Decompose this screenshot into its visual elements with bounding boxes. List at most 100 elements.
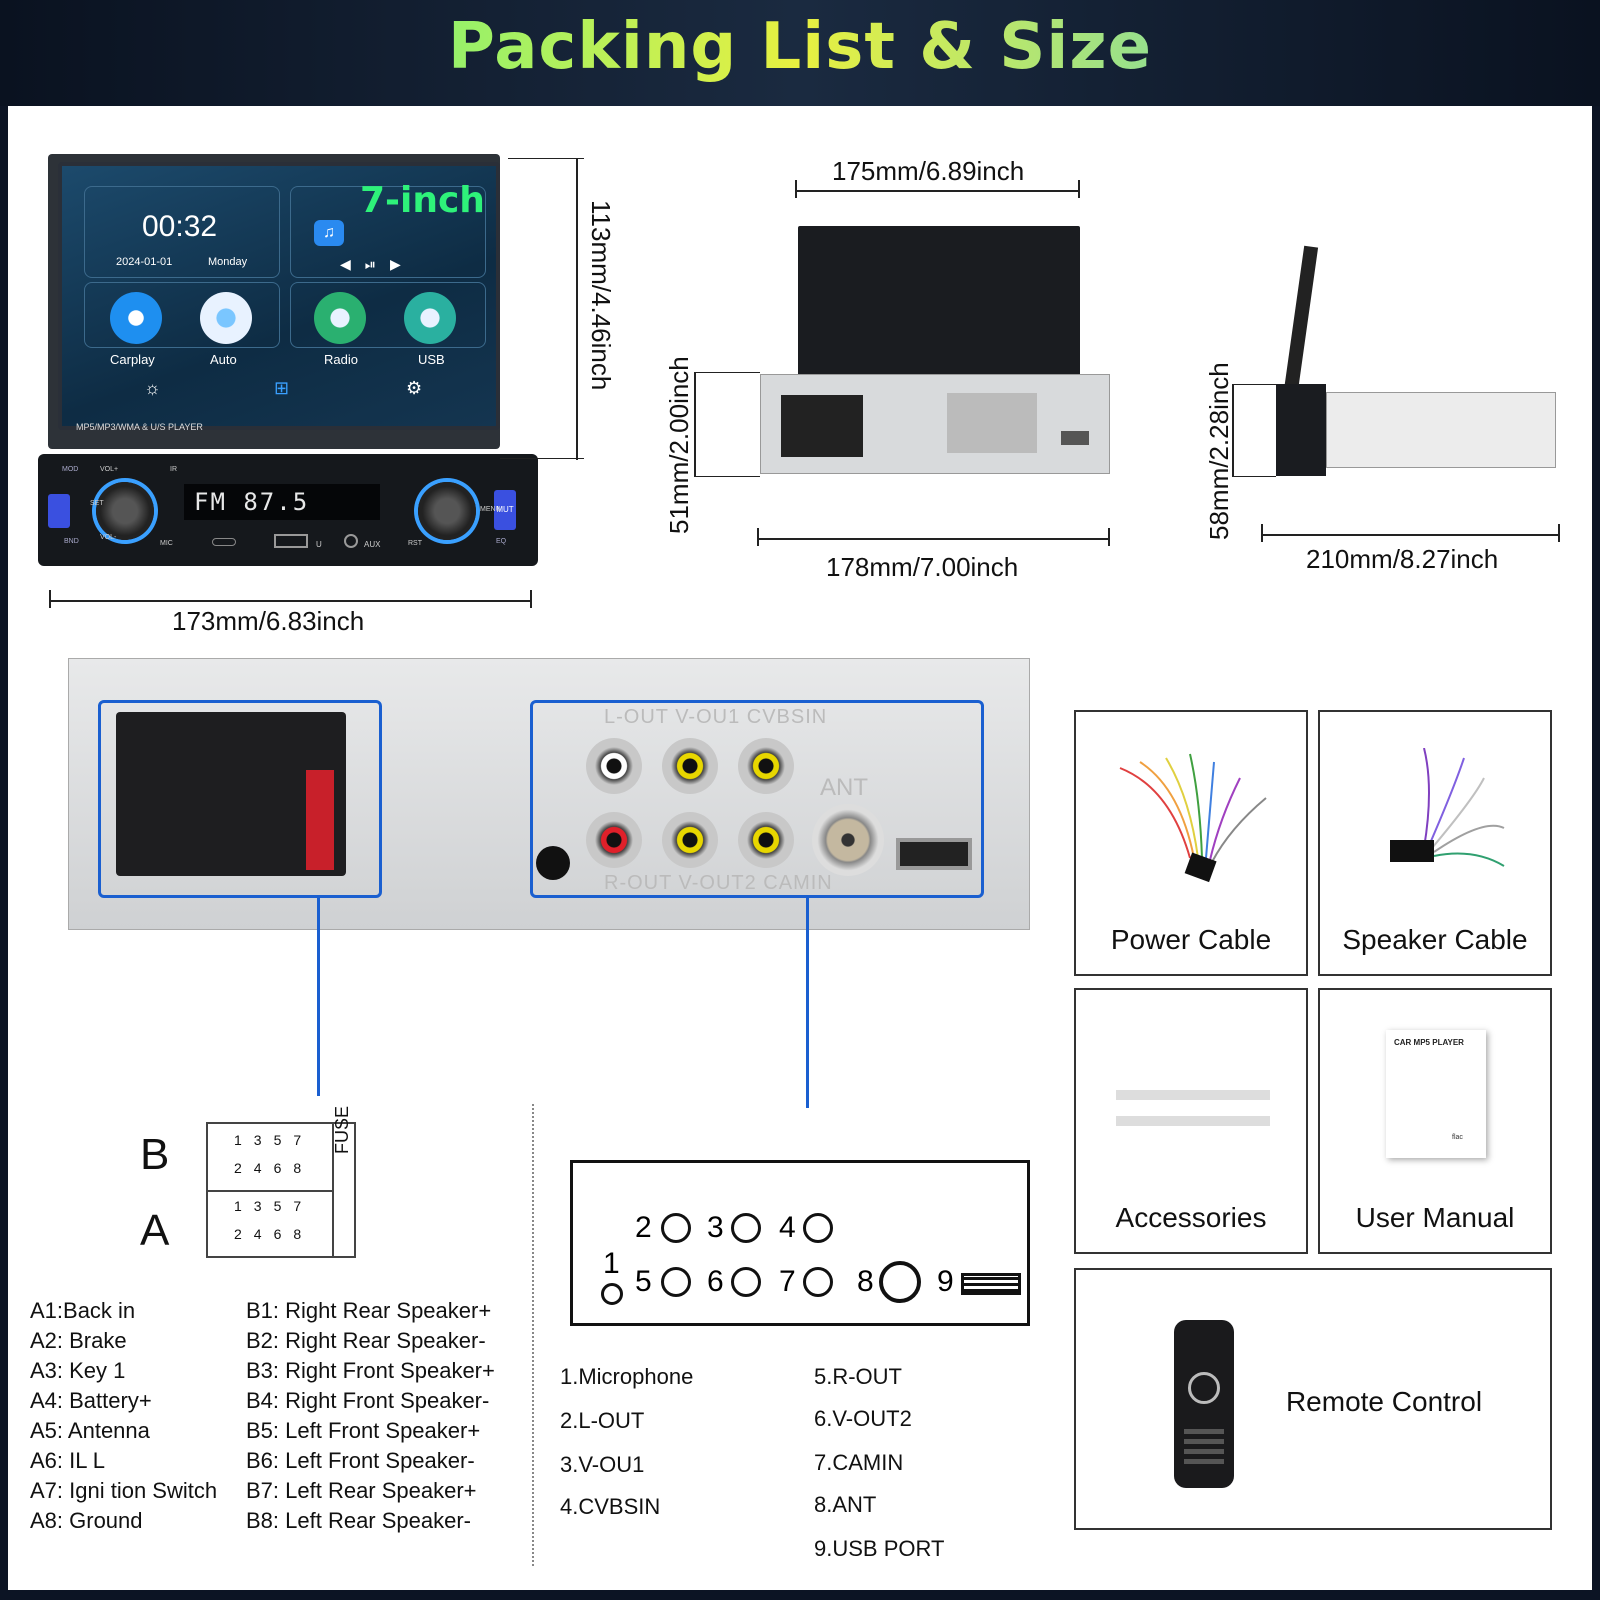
screen-size-label: 7-inch [360, 180, 485, 221]
port-4-circle [803, 1213, 833, 1243]
speaker-cable-image [1390, 748, 1505, 867]
page-title: Packing List & Size [0, 10, 1600, 84]
accessories-box: Accessories [1074, 988, 1308, 1254]
port-diagram: 1 2 3 4 5 6 7 8 9 [570, 1160, 1030, 1326]
app-label-carplay: Carplay [110, 352, 155, 367]
power-cable-label: Power Cable [1110, 924, 1272, 955]
iso-diagram: FUSE 1357 2468 1357 2468 [206, 1106, 356, 1258]
side-height-label: 58mm/2.28inch [1204, 362, 1234, 540]
music-note-icon: ♫ [314, 220, 344, 246]
clock-time: 00:32 [142, 210, 218, 243]
iso-highlight-box [98, 700, 382, 898]
header-banner [0, 0, 1600, 106]
unit-chassis-top [798, 226, 1080, 376]
front-height-line [576, 158, 578, 460]
rear-height-label: 51mm/2.00inch [664, 356, 694, 534]
usb-icon [404, 292, 456, 344]
rst-label: RST [408, 540, 422, 547]
menu-label: MENU [480, 506, 501, 513]
speaker-cable-box: Speaker Cable [1318, 710, 1552, 976]
radio-screen: 00:32 2024-01-01 Monday 7-inch ♫ ◀⏯▶ Car… [58, 162, 500, 430]
user-manual-label: User Manual [1355, 1202, 1515, 1233]
bnd-label: BND [64, 538, 79, 545]
v-out2-jack [662, 812, 718, 868]
remote-control-box: Remote Control [1074, 1268, 1552, 1530]
set-label: SET [90, 500, 104, 507]
radio-icon [314, 292, 366, 344]
android-auto-icon [200, 292, 252, 344]
mic-jack [536, 846, 570, 880]
cvbsin-jack [738, 738, 794, 794]
pins-b-bottom: 2468 [234, 1160, 314, 1176]
port-5-circle [661, 1267, 691, 1297]
power-cable-image [1119, 753, 1267, 883]
manual-image: CAR MP5 PLAYER flac [1386, 1030, 1486, 1158]
power-button [48, 494, 70, 528]
front-height-label: 113mm/4.46inch [586, 200, 616, 391]
pins-a-bottom: 2468 [234, 1226, 314, 1242]
dotted-divider [532, 1104, 534, 1566]
fuse [306, 770, 334, 870]
speaker-cable-label: Speaker Cable [1342, 924, 1528, 955]
camin-jack [738, 812, 794, 868]
port-7-circle [803, 1267, 833, 1297]
apps-grid-icon: ⊞ [274, 378, 290, 398]
mute-button: MUT [494, 490, 516, 530]
connector-a-label: A [140, 1206, 170, 1255]
eq-label: EQ [496, 538, 507, 545]
app-label-usb: USB [418, 352, 445, 367]
chassis-side [1326, 392, 1556, 468]
top-width-label: 175mm/6.89inch [832, 156, 1025, 186]
media-controls-icon: ◀⏯▶ [340, 256, 415, 272]
vol-up-label: VOL+ [100, 466, 119, 473]
side-depth-label: 210mm/8.27inch [1306, 544, 1499, 574]
radio-front-view: 00:32 2024-01-01 Monday 7-inch ♫ ◀⏯▶ Car… [38, 154, 538, 574]
port-6-circle [731, 1267, 761, 1297]
ant-jack [812, 804, 884, 876]
carplay-icon [110, 292, 162, 344]
port-8-circle [879, 1261, 921, 1303]
usb-c-port [212, 538, 236, 546]
rear-width-label: 178mm/7.00inch [826, 552, 1019, 582]
user-manual-box: CAR MP5 PLAYER flac User Manual [1318, 988, 1552, 1254]
mod-label: MOD [62, 466, 79, 473]
power-cable-box: Power Cable [1074, 710, 1308, 976]
remote-control-label: Remote Control [1285, 1386, 1483, 1417]
app-label-radio: Radio [324, 352, 358, 367]
r-out-jack [586, 812, 642, 868]
connector-b-label: B [140, 1130, 170, 1179]
clock-date: 2024-01-01 [116, 256, 173, 268]
lcd-display: FM 87.5 [184, 484, 380, 520]
remote-image [1174, 1320, 1234, 1488]
usb-port [274, 534, 308, 548]
v-out1-jack [662, 738, 718, 794]
brightness-icon: ☼ [144, 378, 161, 398]
port-3-circle [731, 1213, 761, 1243]
front-width-label: 173mm/6.83inch [172, 606, 365, 636]
pins-a-top: 1357 [234, 1198, 314, 1214]
av-top-labels: L-OUT V-OU1 CVBSIN [604, 706, 828, 728]
clock-day: Monday [208, 256, 248, 268]
aux-jack [344, 534, 358, 548]
vol-down-label: VOL- [100, 534, 117, 541]
removal-key-1 [1116, 1090, 1270, 1100]
l-out-jack [586, 738, 642, 794]
ir-label: IR [170, 466, 177, 473]
port-9-usb [961, 1273, 1021, 1295]
removal-key-2 [1116, 1116, 1270, 1126]
usb-port-rear [896, 838, 972, 870]
pins-b-top: 1357 [234, 1132, 314, 1148]
settings-gear-icon: ⚙ [406, 378, 423, 398]
av-highlight-box [530, 700, 984, 898]
u-label: U [316, 540, 322, 549]
radio-faceplate: FM 87.5 MUT MOD VOL+ IR SET VOL- BND MIC… [38, 454, 538, 566]
rear-panel-small [760, 374, 1110, 474]
ant-label: ANT [820, 774, 868, 801]
front-width-line [50, 600, 532, 602]
port-2-circle [661, 1213, 691, 1243]
app-label-auto: Auto [210, 352, 237, 367]
fuse-label: FUSE [332, 1105, 352, 1154]
tune-knob [418, 482, 476, 540]
volume-knob [96, 482, 154, 540]
av-bottom-labels: R-OUT V-OUT2 CAMIN [604, 872, 833, 894]
